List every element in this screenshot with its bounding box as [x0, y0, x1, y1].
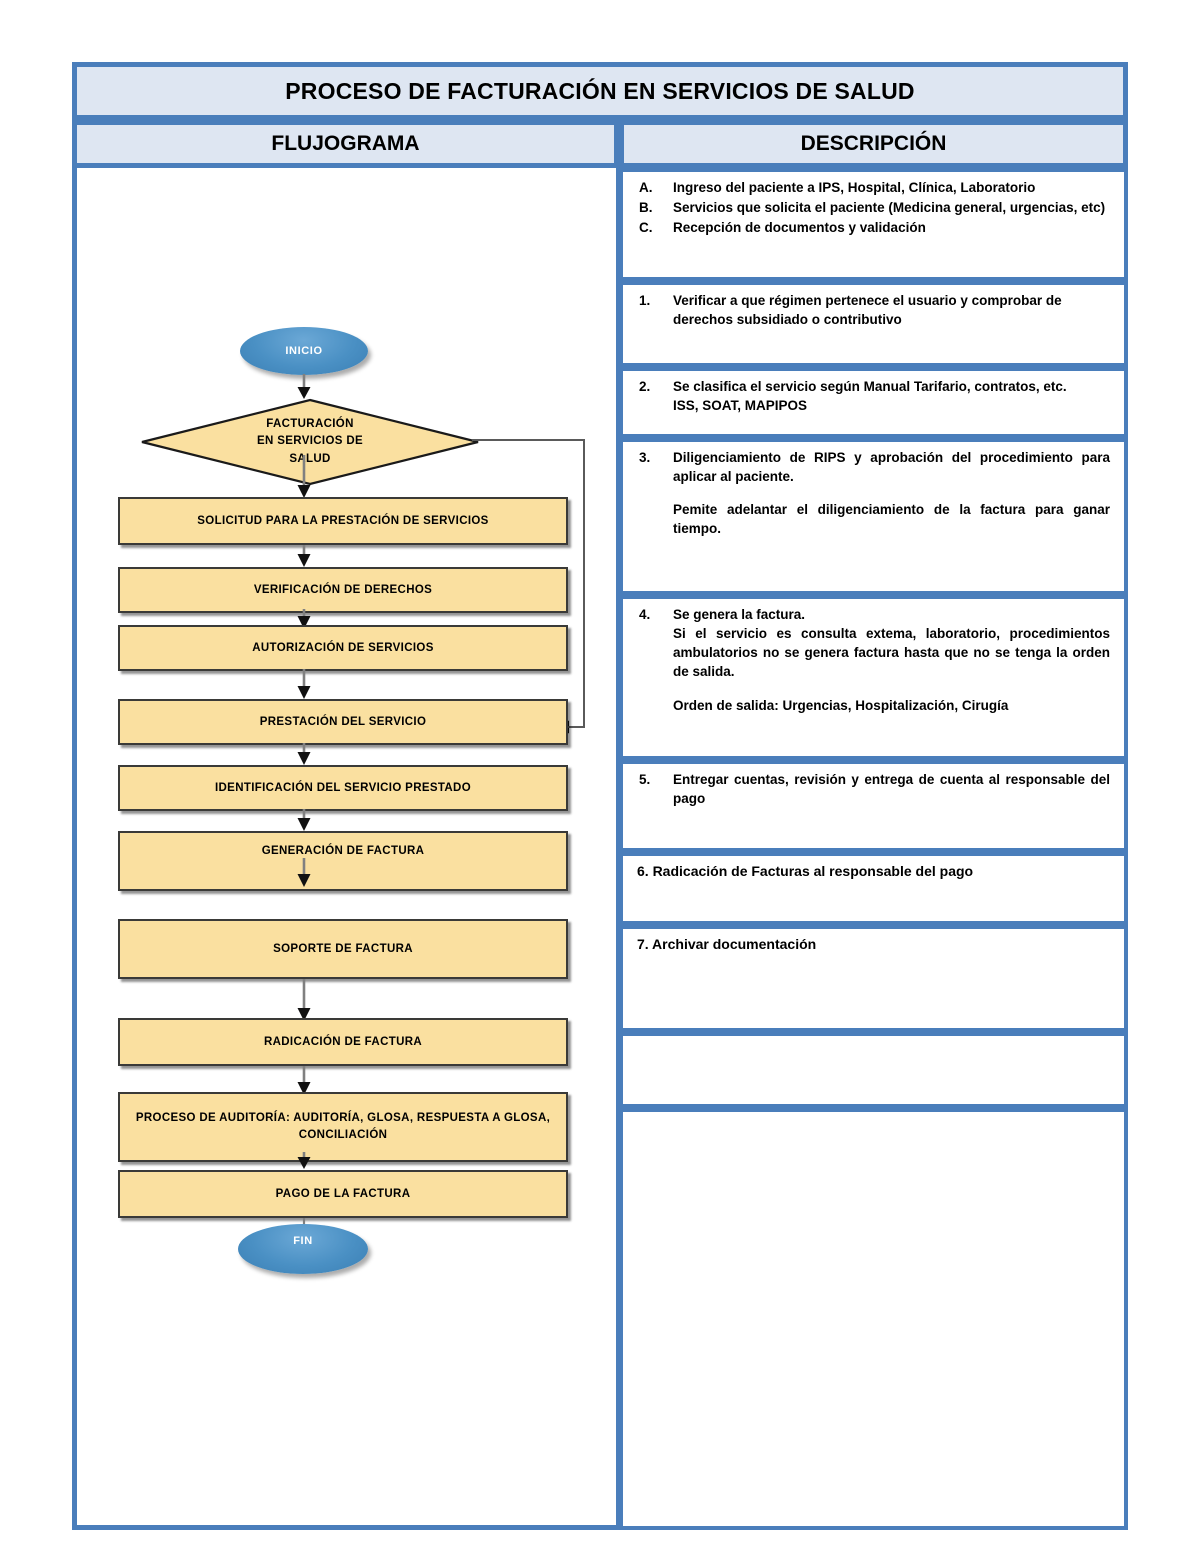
flow-node-step-9-label: PROCESO DE AUDITORÍA: AUDITORÍA, GLOSA, … — [135, 1112, 551, 1141]
desc-item-a-marker: A. — [639, 180, 653, 195]
desc-item-b: B. Servicios que solicita el paciente (M… — [635, 198, 1110, 217]
flow-node-step-8: RADICACIÓN DE FACTURA — [118, 1018, 568, 1066]
desc-item-2-text: Se clasifica el servicio según Manual Ta… — [673, 379, 1067, 394]
desc-item-4-body: Se genera la factura. Si el servicio es … — [673, 605, 1110, 715]
desc-row-letters: A. Ingreso del paciente a IPS, Hospital,… — [619, 168, 1128, 281]
flow-node-step-8-label: RADICACIÓN DE FACTURA — [263, 1035, 423, 1048]
flow-node-step-4-label: PRESTACIÓN DEL SERVICIO — [259, 715, 427, 728]
flow-node-inicio-label: INICIO — [285, 345, 323, 357]
desc-item-b-text: Servicios que solicita el paciente (Medi… — [673, 200, 1106, 216]
desc-item-2-line2: ISS, SOAT, MAPIPOS — [673, 398, 808, 414]
desc-item-5-marker: 5. — [639, 772, 651, 787]
flow-node-step-7-label: SOPORTE DE FACTURA — [273, 942, 413, 955]
desc-item-2-body: Se clasifica el servicio según Manual Ta… — [673, 377, 1110, 415]
flow-node-step-6: GENERACIÓN DE FACTURA — [118, 831, 568, 891]
flow-node-fin-label: FIN — [293, 1235, 313, 1247]
desc-item-c-text: Recepción de documentos y validación — [673, 220, 926, 236]
desc-item-4-marker: 4. — [639, 607, 651, 622]
desc-item-2: 2. Se clasifica el servicio según Manual… — [635, 377, 1110, 415]
desc-item-c: C. Recepción de documentos y validación — [635, 218, 1110, 237]
flow-node-step-4: PRESTACIÓN DEL SERVICIO — [118, 699, 568, 745]
desc-item-a-text: Ingreso del paciente a IPS, Hospital, Cl… — [673, 180, 1036, 195]
page-title: PROCESO DE FACTURACIÓN EN SERVICIOS DE S… — [285, 77, 915, 104]
desc-item-b-marker: B. — [639, 200, 653, 216]
connector-inicio-to-decision — [297, 374, 311, 399]
desc-item-3-paragraph2: Pemite adelantar el diligenciamiento de … — [673, 502, 1110, 537]
flow-node-step-6-label: GENERACIÓN DE FACTURA — [261, 844, 425, 857]
flow-node-step-10: PAGO DE LA FACTURA — [118, 1170, 568, 1218]
desc-item-c-marker: C. — [639, 220, 653, 236]
column-header-descripcion: DESCRIPCIÓN — [619, 120, 1128, 168]
flow-node-step-10-label: PAGO DE LA FACTURA — [275, 1187, 411, 1200]
desc-row-5: 5. Entregar cuentas, revisión y entrega … — [619, 760, 1128, 852]
connector-step4-to-step5 — [297, 743, 311, 765]
desc-item-1-marker: 1. — [639, 293, 651, 308]
connector-step3-to-step4 — [297, 669, 311, 699]
desc-letter-list: A. Ingreso del paciente a IPS, Hospital,… — [635, 178, 1110, 237]
desc-item-2-marker: 2. — [639, 379, 651, 394]
flow-node-step-7: SOPORTE DE FACTURA — [118, 919, 568, 979]
desc-item-1: 1. Verificar a que régimen pertenece el … — [635, 291, 1110, 329]
connector-step2-to-step3 — [297, 609, 311, 629]
connector-step5-to-step6 — [297, 809, 311, 831]
desc-row-6: 6. Radicación de Facturas al responsable… — [619, 852, 1128, 925]
desc-row-2: 2. Se clasifica el servicio según Manual… — [619, 367, 1128, 438]
desc-row-4: 4. Se genera la factura. Si el servicio … — [619, 595, 1128, 760]
desc-row-1: 1. Verificar a que régimen pertenece el … — [619, 281, 1128, 367]
desc-item-4: 4. Se genera la factura. Si el servicio … — [635, 605, 1110, 715]
desc-row-9-empty — [619, 1108, 1128, 1530]
desc-item-3: 3. Diligenciamiento de RIPS y aprobación… — [635, 448, 1110, 539]
desc-row-7: 7. Archivar documentación — [619, 925, 1128, 1032]
column-header-flujograma: FLUJOGRAMA — [72, 120, 619, 168]
column-header-flujograma-label: FLUJOGRAMA — [271, 132, 420, 155]
desc-row-8-empty — [619, 1032, 1128, 1108]
flow-node-step-1: SOLICITUD PARA LA PRESTACIÓN DE SERVICIO… — [118, 497, 568, 545]
flow-node-step-2-label: VERIFICACIÓN DE DERECHOS — [253, 583, 433, 596]
desc-item-6-text: 6. Radicación de Facturas al responsable… — [637, 863, 974, 879]
flow-node-step-5-label: IDENTIFICACIÓN DEL SERVICIO PRESTADO — [214, 781, 472, 794]
desc-item-7-text: 7. Archivar documentación — [637, 936, 817, 952]
flow-node-step-2: VERIFICACIÓN DE DERECHOS — [118, 567, 568, 613]
connector-step1-to-step2 — [297, 545, 311, 567]
document-title-row: PROCESO DE FACTURACIÓN EN SERVICIOS DE S… — [72, 62, 1128, 120]
connector-step9-to-step10 — [297, 1152, 311, 1169]
desc-item-5-text: Entregar cuentas, revisión y entrega de … — [673, 772, 1110, 807]
connector-decision-to-step1 — [297, 455, 311, 498]
desc-item-5: 5. Entregar cuentas, revisión y entrega … — [635, 770, 1110, 808]
flow-node-step-5: IDENTIFICACIÓN DEL SERVICIO PRESTADO — [118, 765, 568, 811]
flow-node-fin: FIN — [238, 1224, 368, 1274]
desc-item-3-marker: 3. — [639, 450, 651, 465]
connector-step6-to-step7 — [297, 858, 311, 887]
desc-item-3-body: Diligenciamiento de RIPS y aprobación de… — [673, 448, 1110, 539]
desc-item-1-text: Verificar a que régimen pertenece el usu… — [673, 293, 1062, 328]
flow-node-step-3-label: AUTORIZACIÓN DE SERVICIOS — [252, 641, 434, 654]
flow-node-step-9: PROCESO DE AUDITORÍA: AUDITORÍA, GLOSA, … — [118, 1092, 568, 1162]
desc-item-4-paragraph2: Orden de salida: Urgencias, Hospitalizac… — [673, 697, 1009, 713]
flow-node-step-1-label: SOLICITUD PARA LA PRESTACIÓN DE SERVICIO… — [197, 514, 489, 527]
desc-item-4-line1: Se genera la factura. — [673, 607, 806, 622]
column-header-descripcion-label: DESCRIPCIÓN — [800, 132, 947, 155]
flow-node-inicio: INICIO — [240, 327, 368, 375]
connector-step7-to-step8 — [297, 979, 311, 1021]
desc-item-3-text: Diligenciamiento de RIPS y aprobación de… — [673, 450, 1110, 485]
desc-item-a: A. Ingreso del paciente a IPS, Hospital,… — [635, 178, 1110, 197]
desc-item-4-text: Si el servicio es consulta extema, labor… — [673, 626, 1110, 680]
flow-node-step-3: AUTORIZACIÓN DE SERVICIOS — [118, 625, 568, 671]
desc-row-3: 3. Diligenciamiento de RIPS y aprobación… — [619, 438, 1128, 595]
connector-step8-to-step9 — [297, 1066, 311, 1095]
